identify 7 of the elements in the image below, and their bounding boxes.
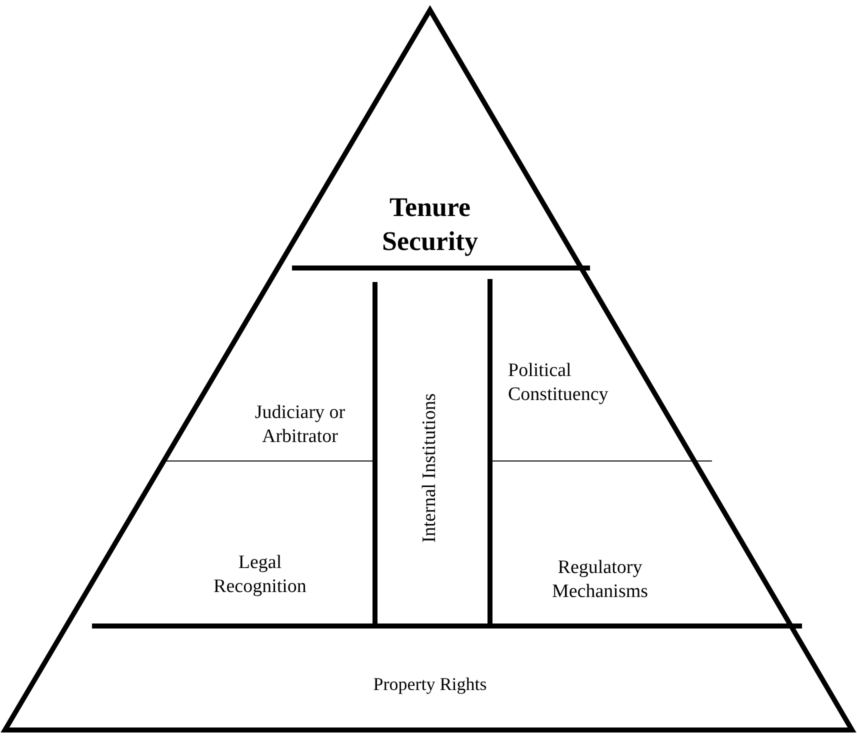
region-label: Political Constituency xyxy=(508,359,610,407)
region-label: Regulatory Mechanisms xyxy=(550,556,650,604)
region-label: Property Rights xyxy=(373,672,487,696)
region-label: Legal Recognition xyxy=(212,551,308,599)
region-label: Internal Institutions xyxy=(418,393,442,543)
region-label: Tenure Security xyxy=(381,191,479,258)
region-label: Judiciary or Arbitrator xyxy=(254,401,346,449)
